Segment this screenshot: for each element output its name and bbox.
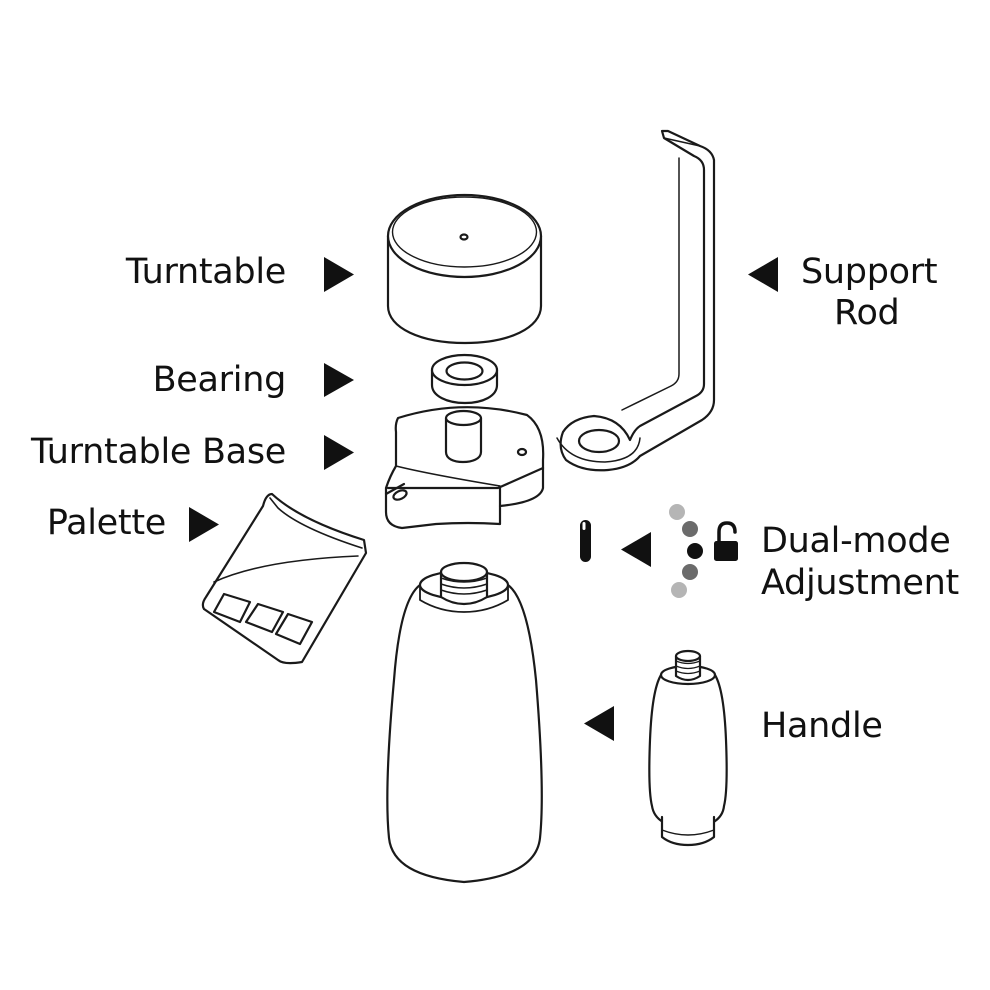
label-turntable: Turntable bbox=[125, 252, 286, 292]
label-support-rod-line2: Rod bbox=[834, 293, 900, 333]
arrow-dual-mode bbox=[621, 532, 651, 567]
turntable-part bbox=[386, 193, 543, 345]
small-handle-part bbox=[648, 649, 728, 847]
arrow-palette bbox=[189, 507, 219, 542]
label-dual-mode-line1: Dual-mode bbox=[761, 521, 951, 561]
palette-part bbox=[201, 492, 368, 665]
label-handle: Handle bbox=[761, 706, 883, 746]
pin-icon bbox=[580, 520, 591, 562]
handle-body-part bbox=[386, 561, 543, 884]
label-bearing: Bearing bbox=[152, 360, 287, 400]
label-dual-mode-line2: Adjustment bbox=[761, 563, 959, 603]
support-rod-part bbox=[556, 129, 716, 472]
label-palette: Palette bbox=[46, 503, 166, 543]
arrow-support-rod bbox=[748, 257, 778, 292]
mode-dot-3 bbox=[687, 543, 703, 559]
label-support-rod-line1: Support bbox=[801, 252, 938, 292]
bearing-part bbox=[430, 353, 499, 405]
arrow-turntable-base bbox=[324, 435, 354, 470]
arrow-turntable bbox=[324, 257, 354, 292]
mode-dot-1 bbox=[669, 504, 685, 520]
mode-dot-5 bbox=[671, 582, 687, 598]
arrow-handle bbox=[584, 706, 614, 741]
turntable-base-part bbox=[384, 406, 545, 530]
arrow-bearing bbox=[324, 363, 354, 397]
pointer-arrows bbox=[189, 257, 778, 741]
mode-dot-4 bbox=[682, 564, 698, 580]
mode-dot-2 bbox=[682, 521, 698, 537]
mode-dots bbox=[669, 504, 703, 598]
label-turntable-base: Turntable Base bbox=[30, 432, 286, 472]
lock-icon bbox=[714, 521, 738, 561]
